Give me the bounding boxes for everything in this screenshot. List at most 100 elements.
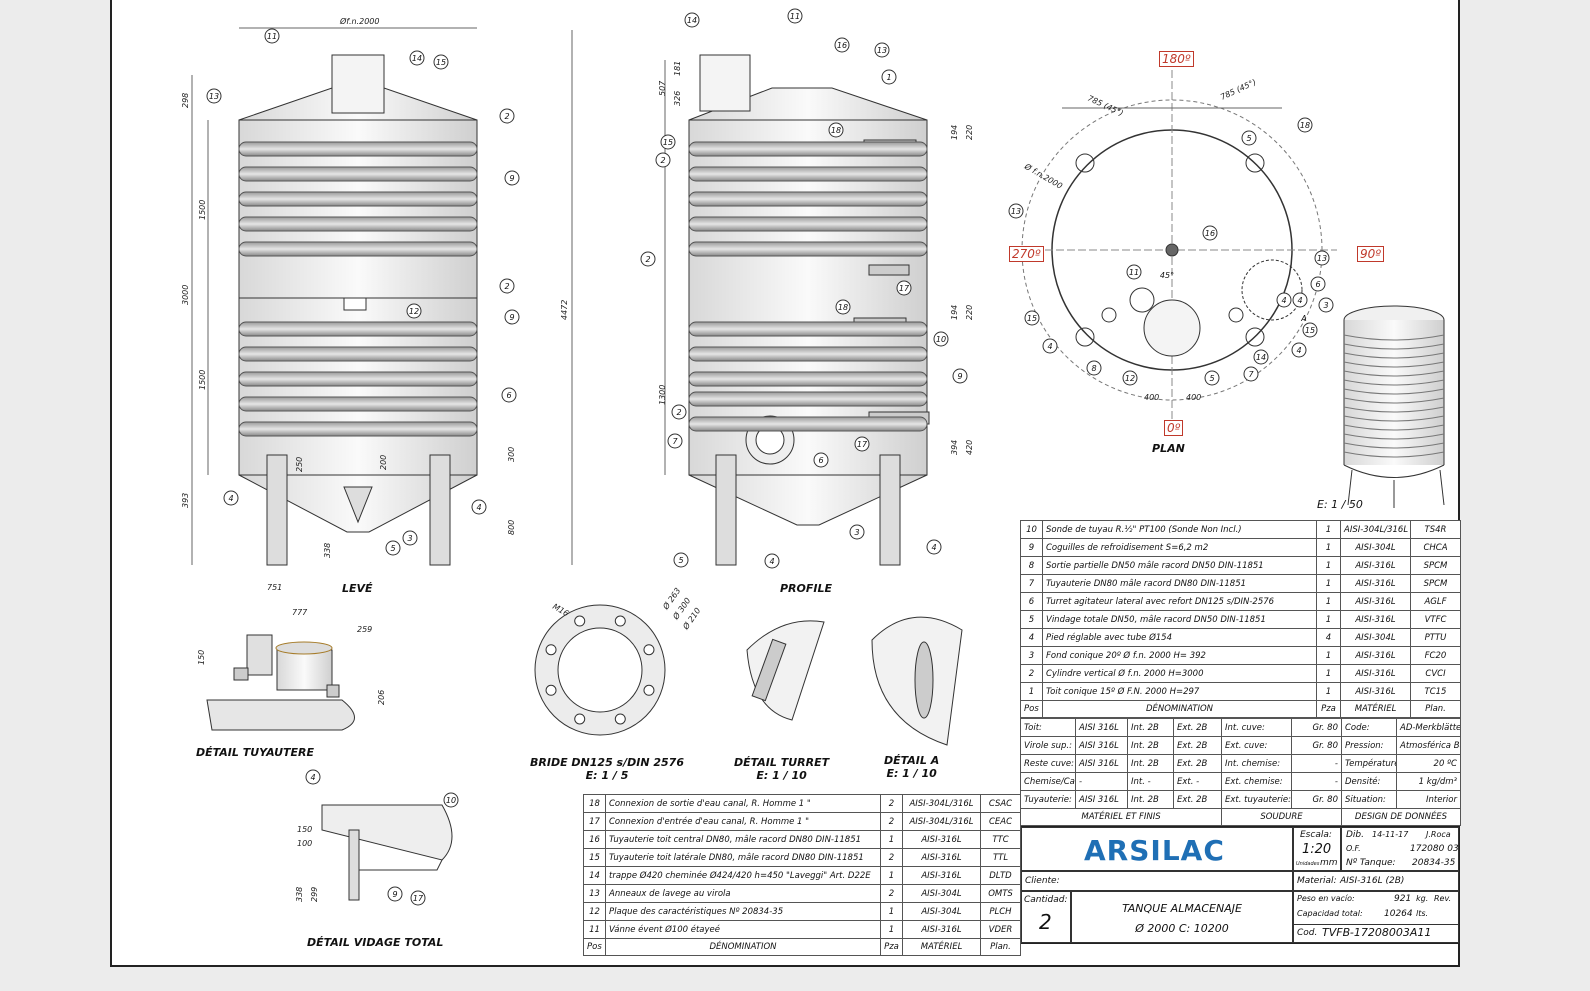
part-balloon: 9 <box>504 309 520 325</box>
balloon-number: 3 <box>854 528 859 537</box>
bolt-hole <box>614 713 626 725</box>
part-name: Vindage totale DN50, mâle racord DN50 DI… <box>1042 610 1317 629</box>
mat-mat: - <box>1075 772 1128 791</box>
part-balloon: 4 <box>1292 292 1308 308</box>
balloon-number: 7 <box>1248 370 1254 379</box>
part-qty: 2 <box>880 794 903 813</box>
dim-507: 507 <box>658 80 667 96</box>
part-balloon: 9 <box>952 368 968 384</box>
mat-weld-label: Ext. tuyauterie: <box>1221 790 1292 809</box>
part-plan: PTTU <box>1410 628 1461 647</box>
capacity-unit: lts. <box>1416 909 1429 918</box>
balloon-circle <box>1302 322 1318 338</box>
balloon-circle <box>849 524 865 540</box>
dim-206: 206 <box>377 690 386 705</box>
balloon-number: 4 <box>1297 296 1302 305</box>
mat-mat: AISI 316L <box>1075 790 1128 809</box>
design-footer-label: DESIGN DE DONNÉES <box>1341 808 1461 826</box>
coil-ring <box>238 166 478 182</box>
dim-total-height: 4472 <box>560 300 569 320</box>
mat-design: Atmosférica Bar <box>1396 736 1461 755</box>
balloon-circle <box>787 8 803 24</box>
turret-scale: E: 1 / 10 <box>756 769 807 782</box>
part-pos: 11 <box>583 920 606 939</box>
part-name: trappe Ø420 cheminée Ø424/420 h=450 "Lav… <box>605 866 881 885</box>
part-name: Plaque des caractéristiques Nº 20834-35 <box>605 902 881 921</box>
part-balloon: 9 <box>387 886 403 902</box>
coil-ring <box>688 321 928 337</box>
view-label-leve: LEVÉ <box>342 582 373 595</box>
balloon-number: 15 <box>1305 326 1315 335</box>
part-pos: 17 <box>583 812 606 831</box>
part-name: Anneaux de lavege au virola <box>605 884 881 903</box>
balloon-number: 14 <box>1256 353 1266 362</box>
balloon-circle <box>684 12 700 28</box>
balloon-number: 10 <box>446 796 456 805</box>
code-label: Cod. <box>1297 928 1318 938</box>
part-balloon: 4 <box>1291 342 1307 358</box>
part-mat: AISI-316L <box>902 848 981 867</box>
part-plan: CHCA <box>1410 538 1461 557</box>
balloon-circle <box>1042 338 1058 354</box>
part-qty: 1 <box>880 902 903 921</box>
part-balloon: 13 <box>1008 203 1024 219</box>
part-balloon: 2 <box>671 404 687 420</box>
part-plan: TC15 <box>1410 682 1461 701</box>
dim-194a: 194 <box>950 125 959 140</box>
part-mat: AISI-304L/316L <box>902 812 981 831</box>
mat-int: Int. 2B <box>1127 718 1174 737</box>
balloon-circle <box>1310 276 1326 292</box>
balloon-circle <box>926 539 942 555</box>
part-pos: 12 <box>583 902 606 921</box>
units-label: Unidades <box>1296 861 1320 867</box>
part-name: Connexion de sortie d'eau canal, R. Homm… <box>605 794 881 813</box>
coil-ring <box>688 346 928 362</box>
coil-ring <box>238 371 478 387</box>
mat-design: AD-Merkblätter <box>1396 718 1461 737</box>
view-label-profile: PROFILE <box>780 582 833 595</box>
part-balloon: 13 <box>1314 250 1330 266</box>
part-balloon: 5 <box>673 552 689 568</box>
mat-weld: Gr. 80 <box>1291 790 1342 809</box>
balloon-circle <box>655 152 671 168</box>
bride-scale: E: 1 / 5 <box>585 769 629 782</box>
balloon-number: 4 <box>931 543 936 552</box>
balloon-circle <box>1314 250 1330 266</box>
part-mat: AISI-304L/316L <box>902 794 981 813</box>
mat-ext: Ext. 2B <box>1173 718 1222 737</box>
iso-coil <box>1343 433 1445 440</box>
part-mat: AISI-316L <box>1340 664 1411 683</box>
part-balloon: 16 <box>1202 225 1218 241</box>
leve-tank <box>238 54 478 566</box>
balloon-number: 2 <box>504 282 509 291</box>
dim-v150: 150 <box>297 825 312 834</box>
coil-ring <box>238 421 478 437</box>
part-balloon: 14 <box>684 12 700 28</box>
part-balloon: 11 <box>787 8 803 24</box>
coil-ring <box>688 241 928 257</box>
balloon-number: 17 <box>413 894 424 903</box>
dim-394: 394 <box>950 440 959 455</box>
mat-part: Toit: <box>1020 718 1076 737</box>
balloon-number: 4 <box>1296 346 1301 355</box>
bolt-hole <box>643 644 655 656</box>
part-balloon: A <box>1300 314 1306 323</box>
part-plan: PLCH <box>980 902 1021 921</box>
dim-326: 326 <box>673 91 682 106</box>
bolt-hole <box>545 684 557 696</box>
part-balloon: 8 <box>1086 360 1102 376</box>
part-balloon: 9 <box>504 170 520 186</box>
part-balloon: 4 <box>764 553 780 569</box>
mat-part: Virole sup.: <box>1020 736 1076 755</box>
balloon-circle <box>471 499 487 515</box>
part-mat: AISI-316L <box>902 920 981 939</box>
mat-mat: AISI 316L <box>1075 754 1128 773</box>
coil-ring <box>688 391 928 407</box>
